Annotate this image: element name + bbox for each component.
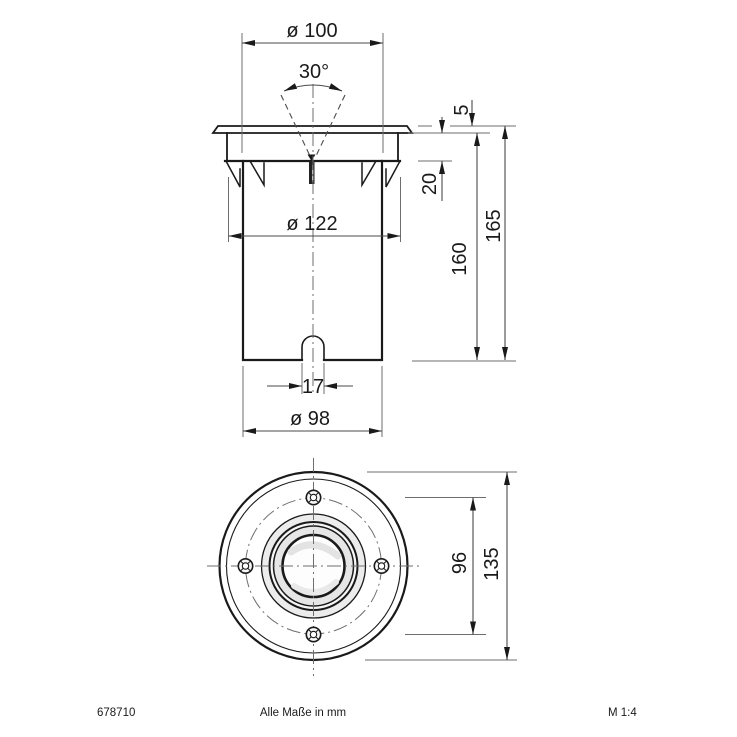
- total-height-dimension: 165: [483, 126, 508, 360]
- dim-label-outer-diameter: 135: [481, 547, 503, 580]
- glass-highlight-2: [291, 579, 339, 595]
- beam-cone-right: [315, 94, 346, 157]
- screw-top: [305, 489, 322, 506]
- clip-depth-dimension: 20: [419, 117, 445, 201]
- dim-label-clip-depth: 20: [419, 173, 441, 195]
- body-diameter-dimension: ø 98: [242, 366, 383, 437]
- dim-label-body-diameter: ø 98: [290, 408, 330, 430]
- footer: 678710 Alle Maße in mm M 1:4: [97, 707, 637, 719]
- notch-width-dimension: 17: [267, 363, 353, 398]
- clip-span-dimension: ø 122: [228, 177, 401, 242]
- article-number: 678710: [97, 707, 135, 719]
- screw-bottom: [305, 626, 322, 643]
- dim-label-clip-span: ø 122: [286, 213, 337, 235]
- side-view: 30° ø 100 ø 122 17 ø: [211, 20, 516, 437]
- fixing-screws: [237, 489, 390, 643]
- scale-note: M 1:4: [608, 707, 637, 719]
- beam-angle-dimension: 30°: [280, 61, 346, 157]
- screw-left: [237, 558, 254, 574]
- top-view: 96 135: [207, 458, 517, 676]
- dim-label-notch-width: 17: [302, 376, 324, 398]
- screw-right: [373, 558, 390, 574]
- dim-label-beam-angle: 30°: [299, 61, 329, 83]
- center-tab: [309, 161, 315, 184]
- body-walls: [241, 159, 384, 362]
- flange-height-dimension: 5: [451, 100, 475, 126]
- beam-angle-arc: [283, 83, 343, 92]
- units-note: Alle Maße in mm: [260, 707, 346, 719]
- glass-highlight: [287, 541, 342, 560]
- beam-cone-left: [280, 94, 311, 157]
- flange-opening-dimension: ø 100: [241, 20, 384, 153]
- housing-profile: [226, 132, 399, 162]
- dim-label-body-height: 160: [449, 242, 471, 275]
- dim-label-flange-opening: ø 100: [286, 20, 337, 42]
- screw-circle-dimension: 96: [449, 497, 476, 635]
- spring-clips: [224, 159, 402, 188]
- dim-label-total-height: 165: [483, 209, 505, 242]
- dim-label-screw-circle: 96: [449, 552, 471, 574]
- dim-label-flange-height: 5: [451, 104, 473, 115]
- body-height-dimension: 160: [449, 133, 480, 360]
- outer-diameter-dimension: 135: [481, 472, 510, 660]
